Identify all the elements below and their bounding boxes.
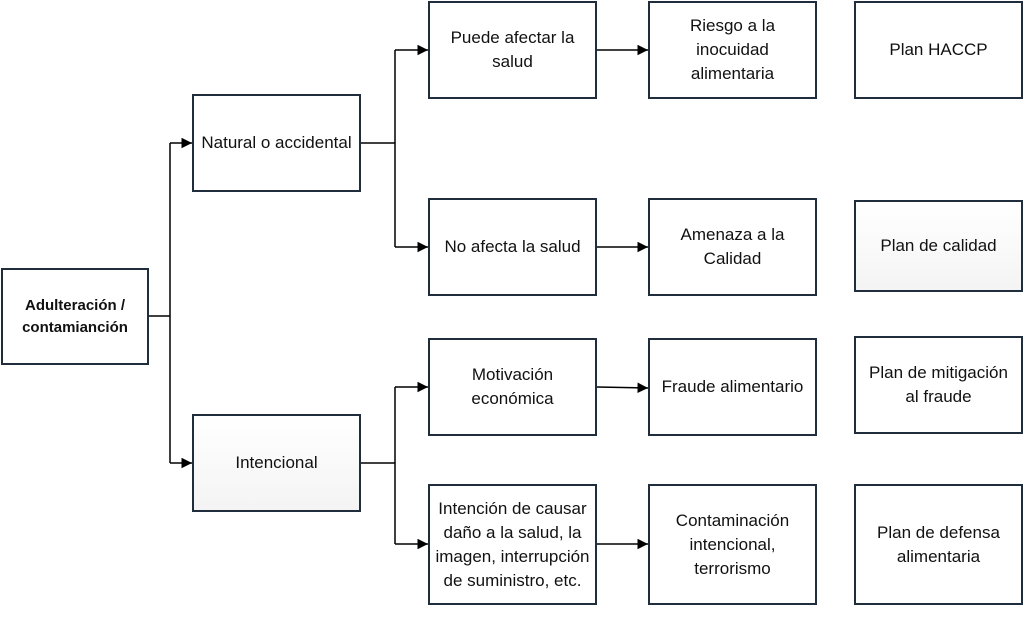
node-adulteracion: Adulteración / contamianción [1, 268, 149, 365]
node-plan-haccp: Plan HACCP [854, 1, 1023, 99]
node-motivacion-economica: Motivación económica [428, 338, 597, 436]
node-contaminacion-intencional: Contaminación intencional, terrorismo [648, 484, 817, 605]
node-amenaza-calidad: Amenaza a la Calidad [648, 198, 817, 296]
node-riesgo-inocuidad: Riesgo a la inocuidad alimentaria [648, 1, 817, 99]
node-plan-defensa-alimentaria: Plan de defensa alimentaria [854, 484, 1023, 605]
node-natural-accidental: Natural o accidental [192, 94, 361, 192]
node-intencional: Intencional [192, 414, 361, 512]
node-fraude-alimentario: Fraude alimentario [648, 338, 817, 436]
node-intencion-causar-dano: Intención de causar daño a la salud, la … [428, 484, 597, 605]
node-plan-calidad: Plan de calidad [854, 200, 1023, 292]
node-plan-mitigacion-fraude: Plan de mitigación al fraude [854, 336, 1023, 434]
arrow-to-fraude [596, 382, 649, 394]
node-puede-afectar-salud: Puede afectar la salud [428, 1, 597, 99]
node-no-afecta-salud: No afecta la salud [428, 198, 597, 296]
